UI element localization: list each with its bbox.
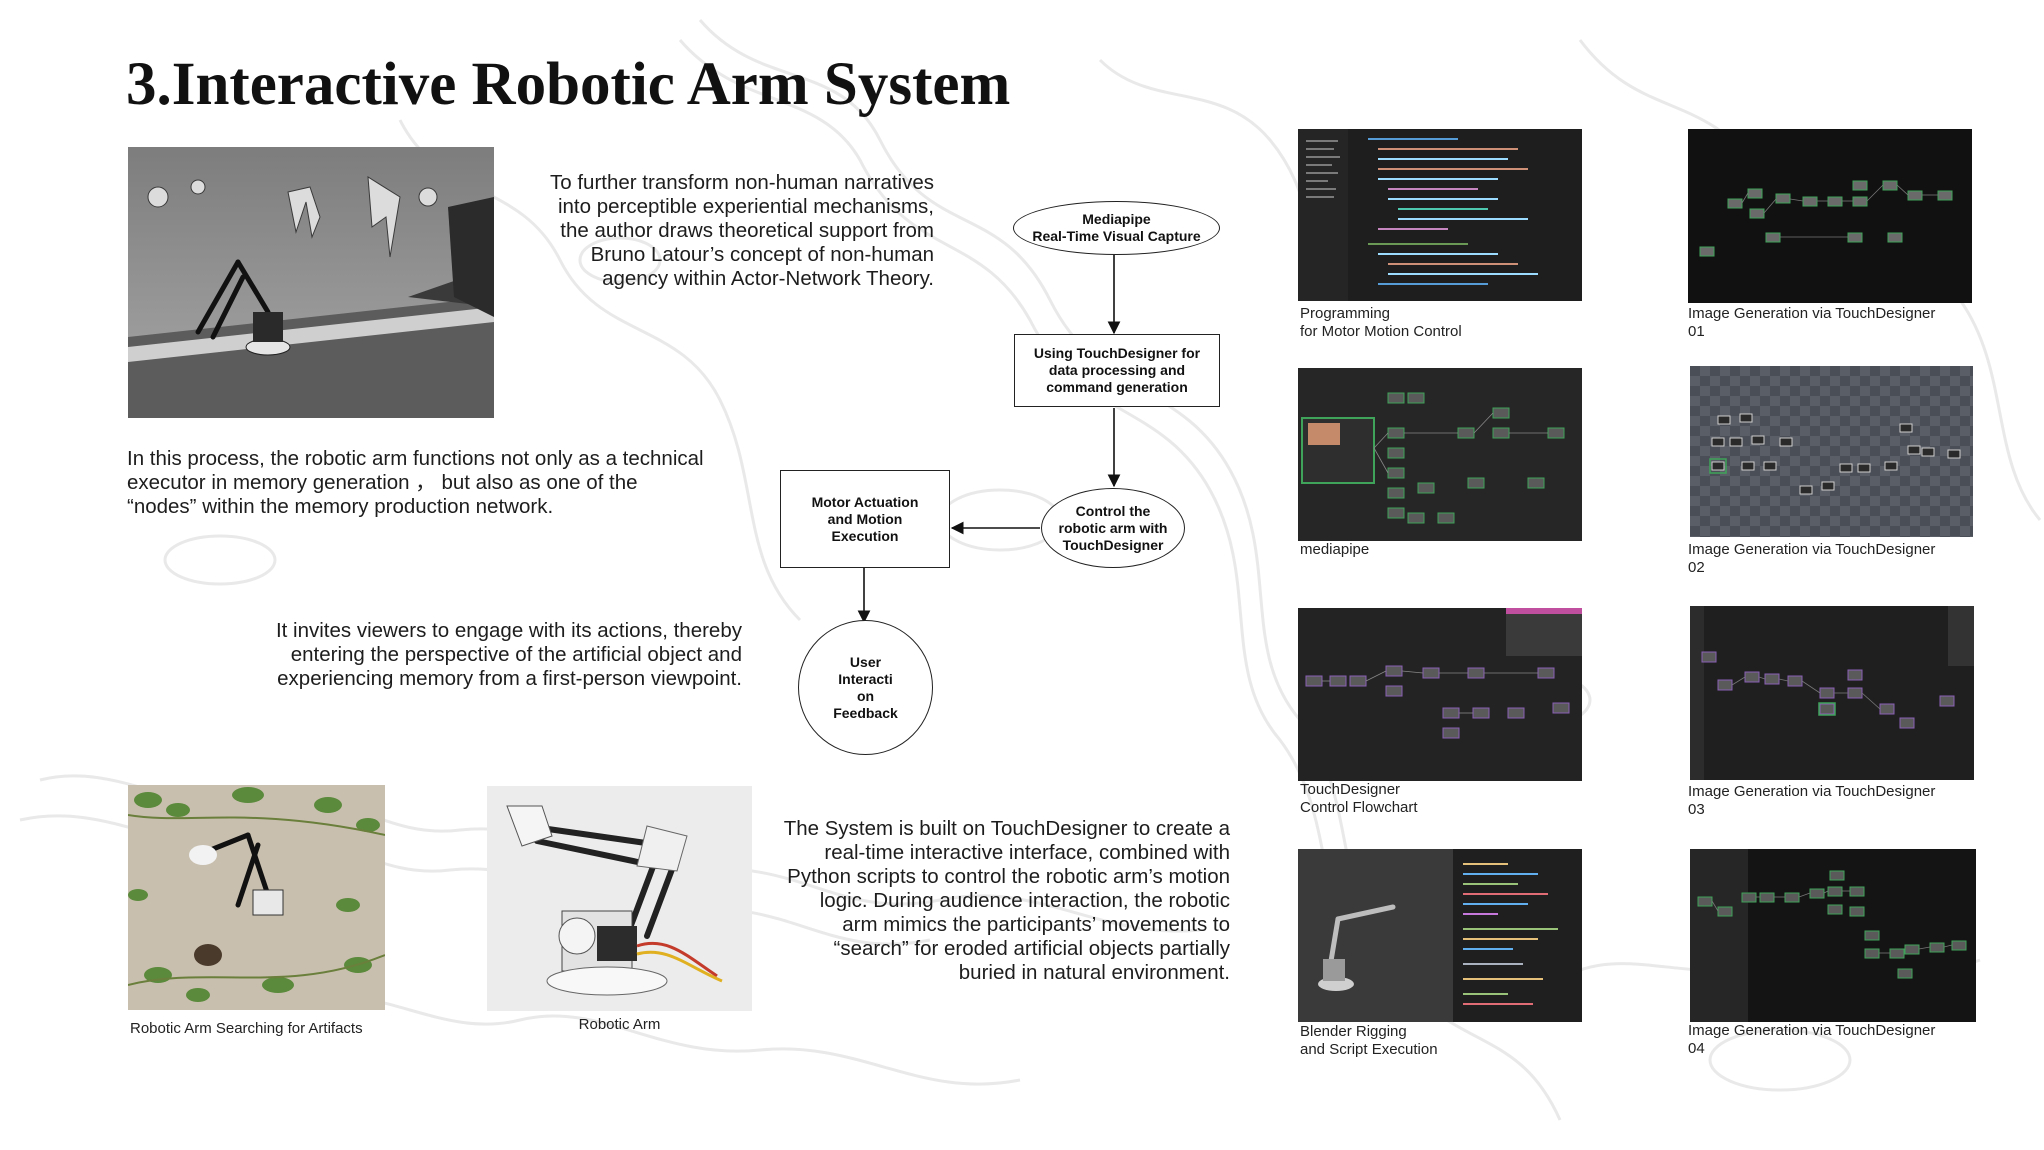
- caption-gen-01: Image Generation via TouchDesigner 01: [1688, 305, 1936, 340]
- thumb-blender: [1298, 849, 1582, 1022]
- caption-mediapipe: mediapipe: [1300, 541, 1370, 558]
- thumb-td-flowchart: [1298, 608, 1582, 781]
- caption-gen-02: Image Generation via TouchDesigner 02: [1688, 541, 1936, 576]
- node-touchdesigner-processing: Using TouchDesigner for data processing …: [1014, 334, 1220, 407]
- node-control-arm: Control the robotic arm with TouchDesign…: [1041, 488, 1185, 568]
- process-paragraph: In this process, the robotic arm functio…: [127, 447, 704, 518]
- invites-paragraph: It invites viewers to engage with its ac…: [275, 619, 742, 690]
- caption-programming: Programming for Motor Motion Control: [1300, 305, 1462, 340]
- page-title: 3.Interactive Robotic Arm System: [126, 51, 1011, 118]
- caption-td-flowchart: TouchDesigner Control Flowchart: [1300, 781, 1418, 816]
- thumb-gen-04: [1690, 849, 1976, 1022]
- node-user-feedback: User Interacti on Feedback: [798, 620, 933, 755]
- caption-beach-photo: Robotic Arm Searching for Artifacts: [130, 1020, 363, 1037]
- caption-blender: Blender Rigging and Script Execution: [1300, 1023, 1438, 1058]
- robotic-arm-photo: [487, 786, 752, 1011]
- caption-gen-03: Image Generation via TouchDesigner 03: [1688, 783, 1936, 818]
- thumb-mediapipe-network: [1298, 368, 1582, 541]
- thumb-gen-02: [1690, 366, 1973, 537]
- system-paragraph: The System is built on TouchDesigner to …: [783, 817, 1230, 984]
- thumb-gen-03: [1690, 606, 1974, 780]
- thumb-gen-01: [1688, 129, 1972, 303]
- node-motor-actuation: Motor Actuation and Motion Execution: [780, 470, 950, 568]
- installation-photo: [128, 147, 494, 418]
- latour-paragraph: To further transform non-human narrative…: [550, 171, 934, 290]
- thumb-programming-code: [1298, 129, 1582, 301]
- caption-arm-photo: Robotic Arm: [578, 1016, 661, 1033]
- node-mediapipe: Mediapipe Real-Time Visual Capture: [1013, 201, 1220, 255]
- caption-gen-04: Image Generation via TouchDesigner 04: [1688, 1022, 1936, 1057]
- beach-search-photo: [128, 785, 385, 1010]
